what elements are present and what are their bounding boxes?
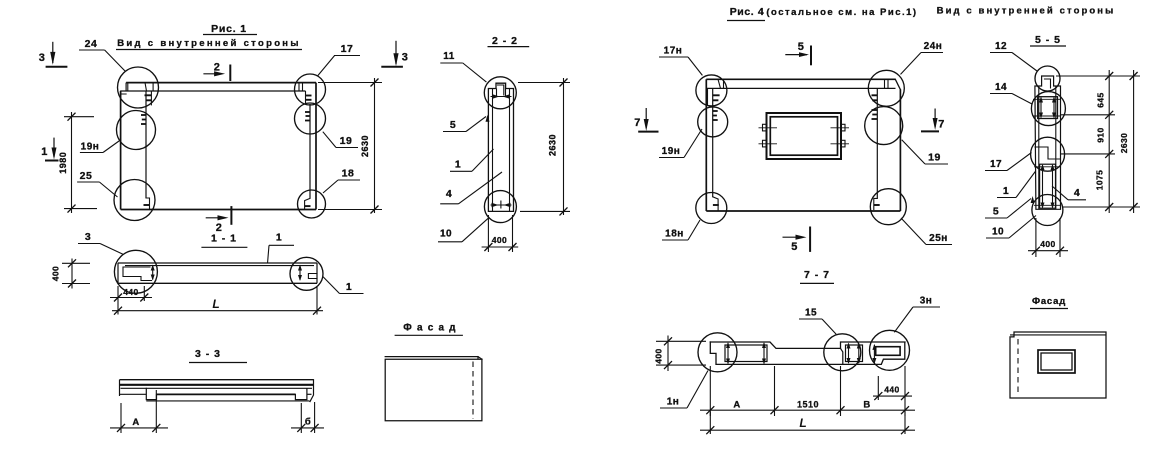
svg-text:7 - 7: 7 - 7 (804, 269, 830, 281)
svg-text:А: А (733, 400, 740, 411)
svg-text:Фасад: Фасад (1032, 296, 1066, 307)
svg-text:Рис. 1: Рис. 1 (211, 23, 247, 35)
svg-text:4: 4 (446, 188, 452, 200)
svg-text:400: 400 (492, 235, 507, 245)
svg-text:Вид с внутренней стороны: Вид с внутренней стороны (937, 6, 1116, 17)
svg-text:25: 25 (80, 170, 93, 182)
svg-text:1980: 1980 (58, 152, 68, 174)
svg-text:19: 19 (928, 152, 941, 164)
svg-text:1: 1 (41, 146, 48, 158)
svg-text:400: 400 (51, 266, 61, 281)
svg-text:1: 1 (1003, 185, 1009, 197)
svg-text:В: В (863, 400, 870, 411)
svg-text:5: 5 (791, 241, 798, 253)
svg-text:5: 5 (993, 206, 999, 218)
svg-text:3: 3 (39, 52, 46, 64)
svg-text:2 - 2: 2 - 2 (492, 35, 518, 47)
svg-text:5: 5 (450, 119, 456, 131)
svg-text:440: 440 (884, 385, 899, 395)
svg-text:645: 645 (1096, 92, 1106, 107)
svg-text:7: 7 (634, 117, 641, 129)
svg-text:1: 1 (455, 159, 461, 171)
svg-text:4: 4 (1074, 187, 1080, 199)
svg-text:18н: 18н (665, 229, 684, 240)
svg-text:3: 3 (85, 231, 91, 243)
svg-text:400: 400 (1040, 239, 1055, 249)
svg-text:Ф а с а д: Ф а с а д (403, 323, 456, 334)
svg-text:1: 1 (276, 232, 282, 244)
svg-text:L: L (799, 416, 806, 430)
svg-text:14: 14 (995, 82, 1007, 93)
svg-text:3: 3 (402, 52, 409, 64)
svg-text:2630: 2630 (360, 135, 370, 157)
svg-text:2: 2 (216, 222, 223, 234)
svg-text:19н: 19н (662, 146, 681, 157)
svg-text:24: 24 (85, 38, 98, 50)
svg-text:15: 15 (805, 308, 817, 319)
svg-text:L: L (212, 297, 219, 311)
svg-text:1н: 1н (667, 397, 680, 408)
svg-text:12: 12 (995, 41, 1007, 52)
svg-text:1: 1 (346, 281, 352, 293)
svg-text:5 - 5: 5 - 5 (1035, 34, 1061, 46)
svg-text:25н: 25н (929, 233, 948, 244)
svg-text:1075: 1075 (1095, 170, 1105, 191)
svg-text:2630: 2630 (548, 134, 558, 156)
svg-text:1 - 1: 1 - 1 (211, 233, 237, 245)
svg-text:10: 10 (992, 227, 1004, 238)
svg-text:1510: 1510 (797, 400, 819, 410)
svg-text:3 - 3: 3 - 3 (195, 348, 221, 360)
svg-text:17: 17 (990, 159, 1002, 170)
svg-text:10: 10 (440, 229, 452, 240)
svg-text:(остальное см. на Рис.1): (остальное см. на Рис.1) (766, 7, 917, 18)
svg-text:б: б (305, 417, 311, 428)
svg-text:24н: 24н (924, 41, 943, 52)
svg-text:7: 7 (938, 119, 945, 131)
svg-text:910: 910 (1096, 127, 1106, 142)
svg-text:2: 2 (214, 62, 221, 74)
svg-text:11: 11 (443, 51, 455, 62)
svg-text:Вид с внутренней стороны: Вид с внутренней стороны (117, 38, 301, 49)
svg-text:18: 18 (342, 168, 355, 180)
svg-text:3н: 3н (920, 296, 933, 307)
svg-text:2630: 2630 (1119, 133, 1129, 154)
svg-text:19: 19 (340, 135, 353, 147)
svg-text:19н: 19н (81, 142, 100, 153)
svg-text:17н: 17н (664, 46, 683, 57)
svg-text:Рис. 4: Рис. 4 (730, 6, 765, 18)
svg-text:17: 17 (341, 43, 354, 55)
svg-text:А: А (132, 417, 139, 428)
svg-text:440: 440 (123, 287, 138, 297)
svg-text:5: 5 (798, 41, 805, 53)
svg-text:400: 400 (654, 348, 664, 363)
